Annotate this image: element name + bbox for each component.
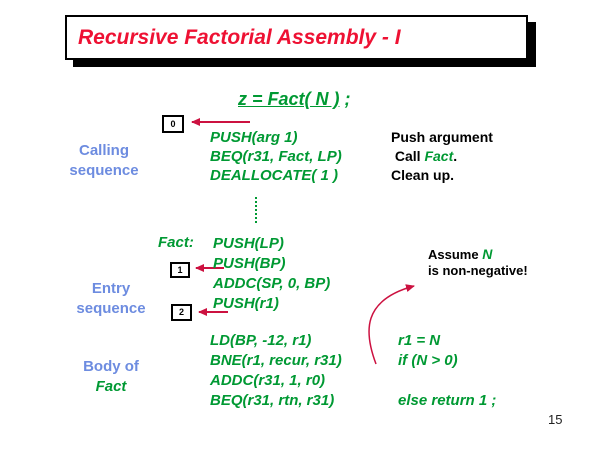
marker-box-1: 1 xyxy=(170,262,190,278)
body-of-fact-label: Body of Fact xyxy=(52,357,170,397)
code-line: BNE(r1, recur, r31) xyxy=(210,352,342,369)
entry-label-line1: Entry xyxy=(91,280,131,297)
marker-box-0: 0 xyxy=(162,115,184,133)
comment-call-prefix: Call xyxy=(391,148,425,164)
assume-note-line2: is non-negative! xyxy=(428,263,528,278)
code-line: PUSH(BP) xyxy=(213,255,286,272)
body-code: LD(BP, -12, r1) BNE(r1, recur, r31) ADDC… xyxy=(210,331,342,411)
calling-code: PUSH(arg 1) BEQ(r31, Fact, LP) DEALLOCAT… xyxy=(210,128,342,185)
assume-prefix: Assume xyxy=(428,247,483,262)
code-line: DEALLOCATE( 1 ) xyxy=(210,167,339,184)
comment-call-suffix: . xyxy=(453,148,458,164)
comment-line: Call Fact. xyxy=(391,147,493,166)
calling-sequence-label: Calling sequence xyxy=(48,141,160,181)
page-number: 15 xyxy=(548,412,563,427)
equation: z = Fact( N ) ; xyxy=(238,89,351,110)
entry-label-line2: sequence xyxy=(76,300,146,317)
body-label-line1: Body of xyxy=(83,358,139,375)
title-box: Recursive Factorial Assembly - I xyxy=(65,15,528,60)
code-line: ADDC(r31, 1, r0) xyxy=(210,372,326,389)
entry-sequence-label: Entry sequence xyxy=(52,279,170,319)
equation-suffix: ; xyxy=(339,89,351,109)
page-title: Recursive Factorial Assembly - I xyxy=(78,26,401,49)
fact-entry-label: Fact: xyxy=(158,234,194,251)
body-comment-line: r1 = N xyxy=(398,332,441,349)
assume-note-line1: Assume N xyxy=(428,246,528,263)
fact-inline: Fact xyxy=(424,148,454,164)
body-label-fact: Fact xyxy=(95,378,127,395)
calling-comments: Push argument Call Fact. Clean up. xyxy=(391,128,493,185)
body-comment-line: if (N > 0) xyxy=(398,352,458,369)
dotted-connector xyxy=(255,197,257,223)
equation-main: z = Fact( N ) xyxy=(238,89,340,109)
calling-label-line1: Calling xyxy=(78,142,129,159)
code-line: LD(BP, -12, r1) xyxy=(210,332,312,349)
code-line: PUSH(arg 1) xyxy=(210,129,298,146)
marker-box-2: 2 xyxy=(171,304,192,321)
code-line: PUSH(r1) xyxy=(213,295,279,312)
code-line: PUSH(LP) xyxy=(213,235,284,252)
assume-n: N xyxy=(482,246,493,262)
entry-code: PUSH(LP) PUSH(BP) ADDC(SP, 0, BP) PUSH(r… xyxy=(213,234,330,314)
comment-line: Push argument xyxy=(391,129,493,145)
code-line: BEQ(r31, rtn, r31) xyxy=(210,392,335,409)
code-line: BEQ(r31, Fact, LP) xyxy=(210,148,342,165)
assume-note: Assume N is non-negative! xyxy=(428,246,528,279)
comment-line: Clean up. xyxy=(391,167,455,183)
code-line: ADDC(SP, 0, BP) xyxy=(213,275,331,292)
calling-label-line2: sequence xyxy=(69,162,139,179)
body-comment-line: else return 1 ; xyxy=(398,392,497,409)
